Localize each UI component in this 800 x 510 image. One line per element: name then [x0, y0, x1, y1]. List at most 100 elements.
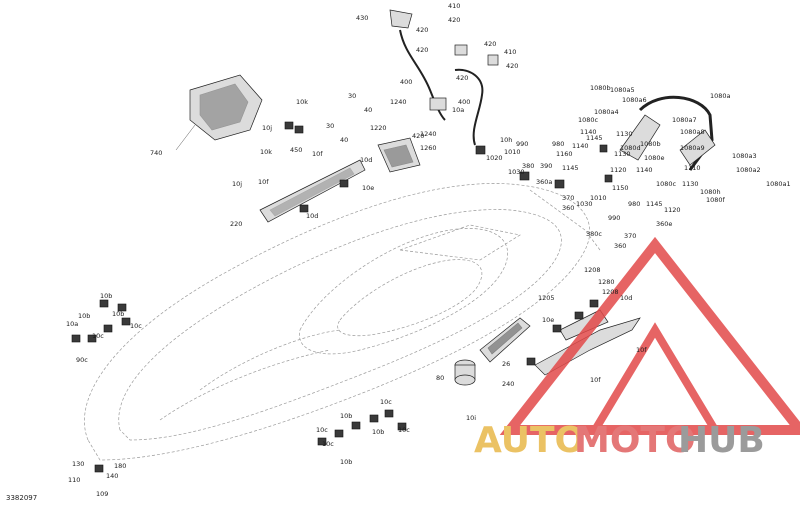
callout-1080c2: 1080c	[656, 180, 677, 188]
callout-420a: 420	[448, 16, 460, 24]
seat-part	[175, 74, 263, 151]
callout-1120: 1120	[610, 166, 627, 174]
callout-1280: 1280	[598, 278, 615, 286]
callout-10c: 10c	[130, 322, 142, 330]
callout-10c6: 10c	[398, 426, 410, 434]
callout-1130b: 1130	[614, 150, 631, 158]
drawing-number: 3382097	[6, 494, 38, 502]
callout-1010: 1010	[504, 148, 521, 156]
callout-1080d: 1080d	[620, 144, 641, 152]
footrest-part	[479, 317, 531, 363]
callout-1140c: 1140	[636, 166, 653, 174]
callout-400a: 400	[400, 78, 412, 86]
callout-370b: 370	[624, 232, 636, 240]
callout-10b4: 10b	[340, 412, 352, 420]
callout-1080f: 1080f	[706, 196, 726, 204]
callout-1080a: 1080a	[710, 92, 731, 100]
callout-980: 980	[552, 140, 564, 148]
callout-220: 220	[230, 220, 242, 228]
callout-1080a5: 1080a5	[610, 86, 635, 94]
fastener-clips	[71, 121, 613, 473]
callout-110: 110	[68, 476, 80, 484]
callout-1120b: 1120	[664, 206, 681, 214]
callout-1140b: 1140	[572, 142, 589, 150]
callout-10b6: 10b	[340, 458, 352, 466]
callout-1030: 1030	[508, 168, 525, 176]
callout-1080e: 1080e	[644, 154, 665, 162]
callout-1080a1: 1080a1	[766, 180, 791, 188]
callout-1080a2: 1080a2	[736, 166, 761, 174]
callout-10a: 10a	[452, 106, 464, 114]
callout-1080a4: 1080a4	[594, 108, 619, 116]
callout-40a: 40	[364, 106, 372, 114]
callout-10e: 10e	[362, 184, 374, 192]
callout-180: 180	[114, 462, 126, 470]
callout-420d: 420	[484, 40, 496, 48]
watermark-hub: HUB	[678, 420, 765, 461]
callout-140: 140	[106, 472, 118, 480]
callout-10b: 10b	[100, 292, 112, 300]
callout-1080b2: 1080b	[640, 140, 661, 148]
watermark-auto: AUTO	[474, 420, 585, 461]
callout-430: 430	[356, 14, 368, 22]
callout-420c: 420	[416, 46, 428, 54]
callout-10k2: 10k	[260, 148, 272, 156]
callout-1130c: 1130	[682, 180, 699, 188]
callout-360a: 360a	[536, 178, 552, 186]
callout-1145c: 1145	[646, 200, 663, 208]
callout-740: 740	[150, 149, 162, 157]
callout-360e: 360e	[656, 220, 672, 228]
callout-10j: 10j	[262, 124, 272, 132]
callout-80: 80	[436, 374, 444, 382]
callout-1145: 1145	[562, 164, 579, 172]
callout-40b: 40	[340, 136, 348, 144]
callout-990: 990	[516, 140, 528, 148]
callout-1030b: 1030	[576, 200, 593, 208]
callout-10f4: 10f	[590, 376, 601, 384]
callout-1130: 1130	[616, 130, 633, 138]
storage-bin-part	[377, 137, 421, 173]
callout-10b2: 10b	[112, 310, 124, 318]
callout-30b: 30	[326, 122, 334, 130]
callout-109: 109	[96, 490, 108, 498]
callout-1220: 1220	[370, 124, 387, 132]
watermark-logo: AUTO MOTO HUB	[474, 236, 800, 461]
callout-10k: 10k	[296, 98, 308, 106]
callout-10d2: 10d	[306, 212, 318, 220]
callout-450: 450	[290, 146, 302, 154]
callout-400b: 400	[458, 98, 470, 106]
callout-1240: 1240	[390, 98, 407, 106]
callout-10c3: 10c	[316, 426, 328, 434]
hull-outline	[84, 183, 601, 461]
callout-1240b: 1240	[420, 130, 437, 138]
callout-420g: 420	[412, 132, 424, 140]
callout-1080b: 1080b	[590, 84, 611, 92]
callout-380c: 380c	[586, 230, 602, 238]
callout-30a: 30	[348, 92, 356, 100]
callout-1010b: 1010	[590, 194, 607, 202]
callout-1208: 1208	[584, 266, 601, 274]
callout-240: 240	[502, 380, 514, 388]
callout-1150: 1150	[612, 184, 629, 192]
watermark-moto: MOTO	[574, 420, 696, 461]
callout-130: 130	[72, 460, 84, 468]
hose-assembly	[389, 9, 499, 146]
callout-1080a9: 1080a9	[680, 144, 705, 152]
callout-420b: 420	[416, 26, 428, 34]
callout-1260: 1260	[420, 144, 437, 152]
cup-holder-part	[454, 359, 476, 386]
callout-10b5: 10b	[372, 428, 384, 436]
callout-10h: 10h	[500, 136, 512, 144]
callout-10c4: 10c	[322, 440, 334, 448]
callout-990b: 990	[608, 214, 620, 222]
callout-1140: 1140	[580, 128, 597, 136]
callout-420f: 420	[456, 74, 468, 82]
callout-10f2: 10f	[258, 178, 269, 186]
callout-1110: 1110	[684, 164, 701, 172]
callout-360b: 360	[614, 242, 626, 250]
callout-1080a7: 1080a7	[672, 116, 697, 124]
callout-1020: 1020	[486, 154, 503, 162]
